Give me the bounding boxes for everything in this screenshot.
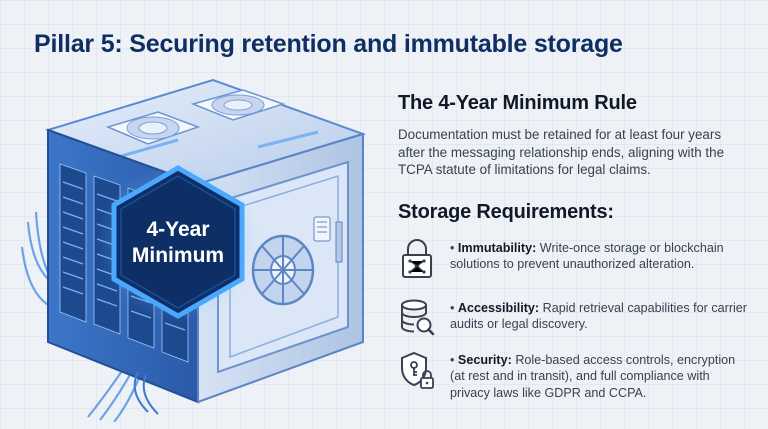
server-vault-illustration: 4-Year Minimum xyxy=(20,78,367,422)
requirement-text: • Accessibility: Rapid retrieval capabil… xyxy=(450,301,748,332)
requirement-description: Role-based access controls, encryption (… xyxy=(450,353,736,400)
rule-section: The 4-Year Minimum Rule Documentation mu… xyxy=(398,92,750,224)
requirement-label: Accessibility: xyxy=(457,301,540,315)
requirement-security: • Security: Role-based access controls, … xyxy=(398,350,750,402)
requirement-immutability: • Immutability: Write-once storage or bl… xyxy=(398,238,750,290)
hexagon-badge xyxy=(111,165,245,319)
database-search-icon xyxy=(401,299,435,336)
padlock-network-icon xyxy=(402,239,432,278)
badge-line-2: Minimum xyxy=(132,244,224,267)
requirement-description: Rapid retrieval capabilities for carrier… xyxy=(450,301,748,332)
requirement-label: Security: xyxy=(457,353,512,367)
requirement-accessibility: • Accessibility: Rapid retrieval capabil… xyxy=(398,298,750,350)
rule-heading: The 4-Year Minimum Rule xyxy=(398,92,637,114)
requirement-text: • Security: Role-based access controls, … xyxy=(450,353,736,400)
floor-cables xyxy=(133,371,159,415)
storage-heading: Storage Requirements: xyxy=(398,200,614,223)
shield-lock-icon xyxy=(401,351,434,389)
rule-body: Documentation must be retained for at le… xyxy=(398,127,725,177)
hexagon-badge-inner xyxy=(120,175,236,309)
requirement-text: • Immutability: Write-once storage or bl… xyxy=(450,241,724,272)
badge-line-1: 4-Year xyxy=(146,218,209,241)
requirement-description: Write-once storage or blockchain solutio… xyxy=(450,241,724,272)
requirement-label: Immutability: xyxy=(457,241,537,255)
top-fan-units xyxy=(105,89,319,159)
page-title: Pillar 5: Securing retention and immutab… xyxy=(34,30,623,58)
